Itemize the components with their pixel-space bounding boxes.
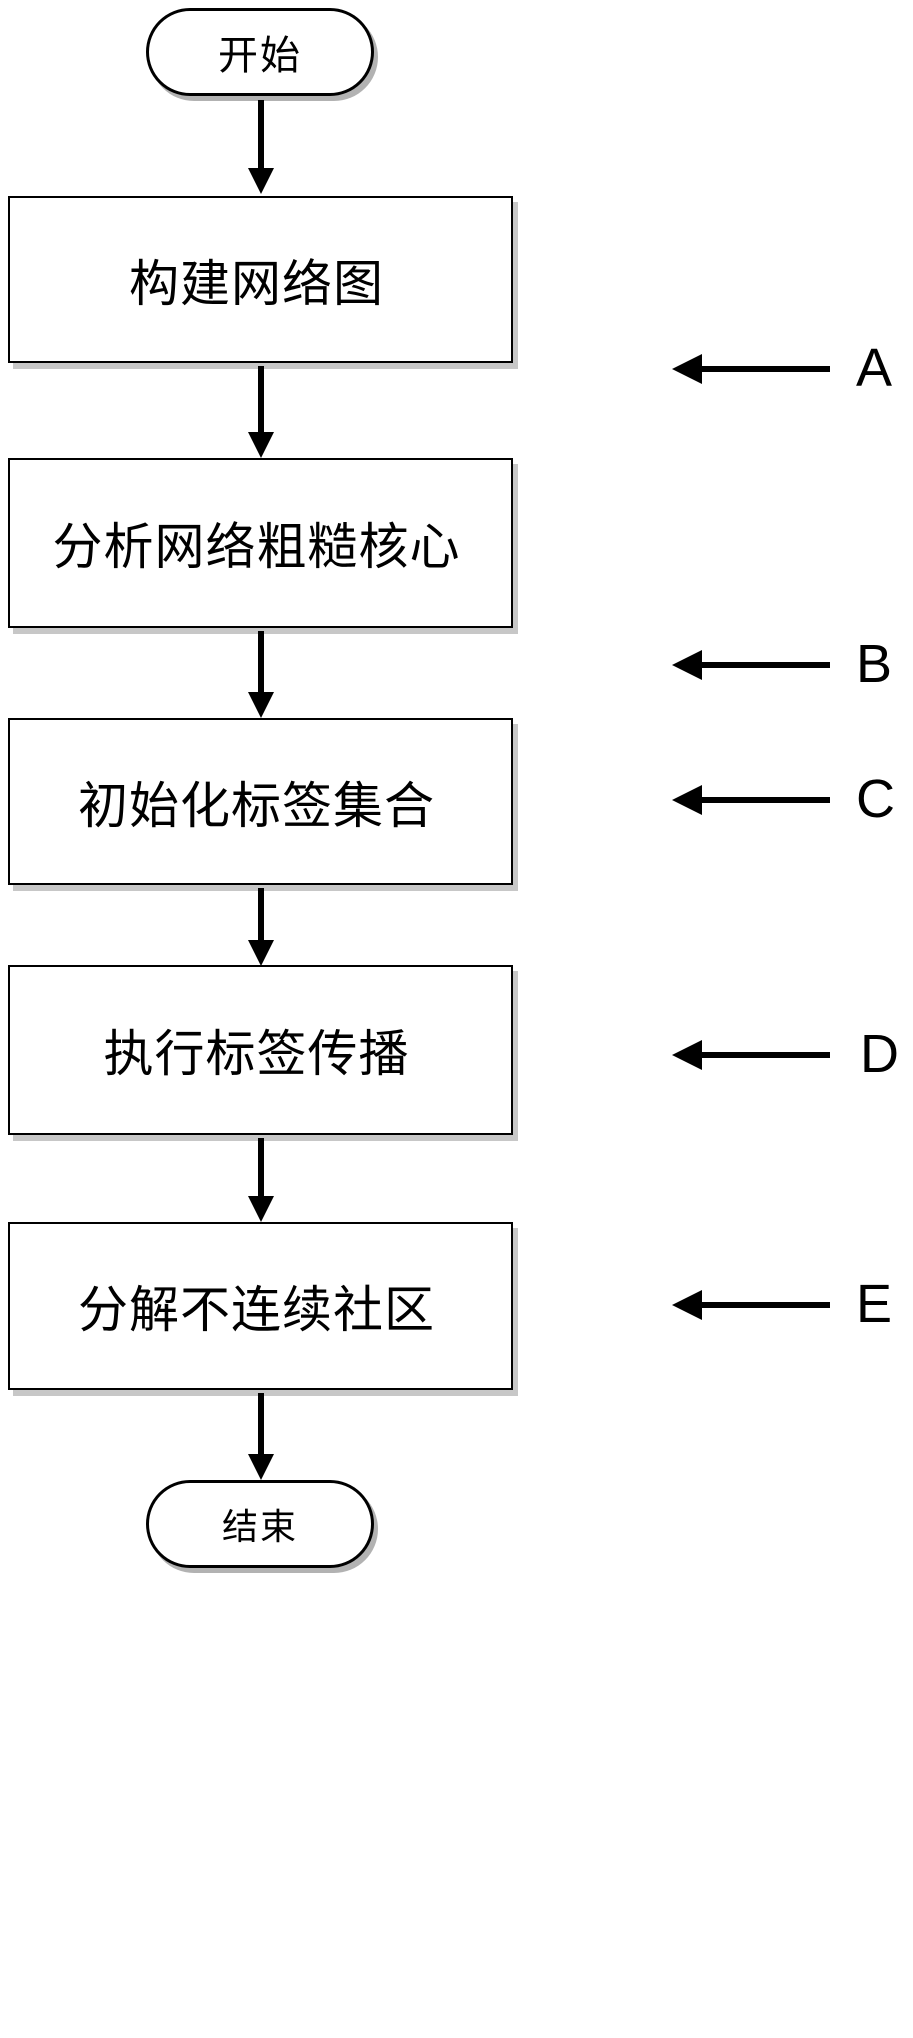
callout-shaft <box>700 1052 830 1058</box>
process-label-e: 分解不连续社区 <box>78 1281 435 1339</box>
process-box-a: 构建网络图 <box>8 196 513 363</box>
callout-arrow-a <box>672 352 830 386</box>
start-terminator: 开始 <box>146 8 374 96</box>
callout-arrow-b <box>672 648 830 682</box>
process-label-d: 执行标签传播 <box>103 1025 410 1083</box>
connector-shaft <box>258 100 264 170</box>
callout-label-a: A <box>856 338 893 398</box>
connector-shaft <box>258 631 264 694</box>
callout-shaft <box>700 662 830 668</box>
connector-shaft <box>258 888 264 942</box>
callout-label-b: B <box>856 634 893 694</box>
connector-shaft <box>258 366 264 434</box>
process-box-e: 分解不连续社区 <box>8 1222 513 1390</box>
arrowhead-left-icon <box>672 1040 702 1070</box>
connector-shaft <box>258 1138 264 1198</box>
process-box-b: 分析网络粗糙核心 <box>8 458 513 628</box>
process-label-a: 构建网络图 <box>129 254 384 313</box>
process-box-c: 初始化标签集合 <box>8 718 513 885</box>
arrowhead-left-icon <box>672 354 702 384</box>
arrowhead-left-icon <box>672 785 702 815</box>
process-box-d: 执行标签传播 <box>8 965 513 1135</box>
process-label-c: 初始化标签集合 <box>78 776 435 835</box>
callout-label-e: E <box>856 1274 893 1334</box>
arrowhead-down-icon <box>248 432 274 458</box>
end-label: 结束 <box>221 1507 298 1548</box>
callout-shaft <box>700 1302 830 1308</box>
process-label-b: 分析网络粗糙核心 <box>52 518 461 576</box>
connector-shaft <box>258 1393 264 1456</box>
callout-label-c: C <box>856 769 895 829</box>
callout-label-d: D <box>860 1024 899 1084</box>
arrowhead-down-icon <box>248 168 274 194</box>
arrowhead-down-icon <box>248 940 274 966</box>
callout-arrow-d <box>672 1038 830 1072</box>
start-label: 开始 <box>218 33 302 79</box>
arrowhead-down-icon <box>248 1196 274 1222</box>
arrowhead-down-icon <box>248 1454 274 1480</box>
end-terminator: 结束 <box>146 1480 374 1568</box>
arrowhead-left-icon <box>672 1290 702 1320</box>
callout-arrow-e <box>672 1288 830 1322</box>
callout-arrow-c <box>672 783 830 817</box>
callout-shaft <box>700 797 830 803</box>
arrowhead-down-icon <box>248 692 274 718</box>
arrowhead-left-icon <box>672 650 702 680</box>
callout-shaft <box>700 366 830 372</box>
